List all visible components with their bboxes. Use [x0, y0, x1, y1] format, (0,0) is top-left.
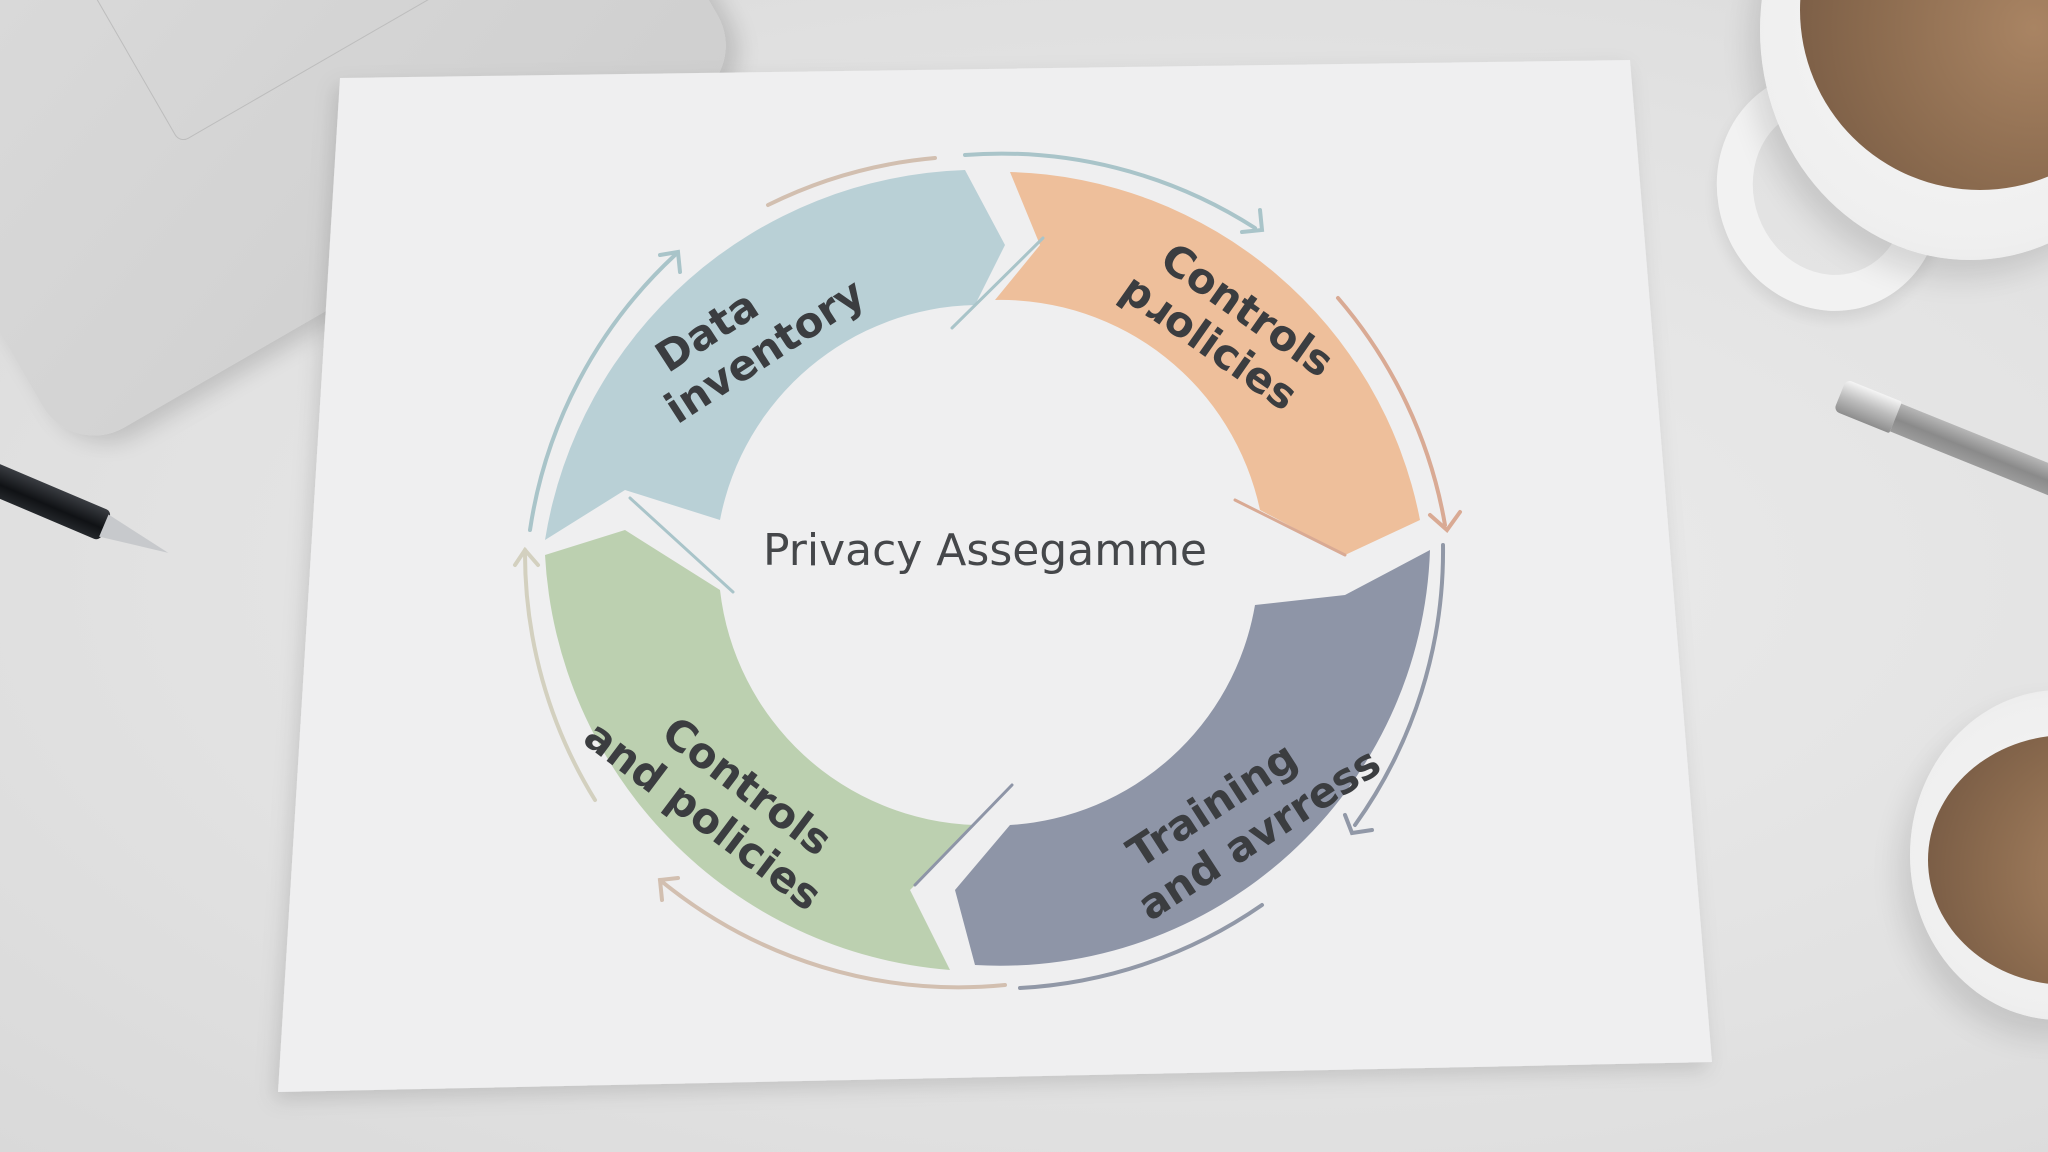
arrow-head-icon [1428, 510, 1462, 533]
connector-line [1233, 498, 1347, 557]
arrow-bottom-outer [1018, 903, 1264, 990]
connector-line [950, 236, 1045, 330]
arrow-right-outer [1336, 296, 1447, 527]
segment-data-inventory [545, 170, 1005, 540]
arrow-head-icon [1240, 208, 1265, 234]
arrow-top-outer [766, 156, 937, 207]
arrow-head-icon [657, 876, 680, 902]
arrow-orange-outer [963, 151, 1257, 230]
arrow-gray-outer [1353, 543, 1446, 827]
arrow-head-icon [1343, 813, 1374, 836]
arrow-left-outer [522, 548, 597, 802]
connector-line [913, 783, 1014, 887]
segment-controls-policies-top [995, 172, 1420, 555]
arrow-head-icon [658, 249, 682, 274]
segment-training-awareness [955, 550, 1430, 966]
arrow-head-icon [513, 546, 540, 567]
connector-line [628, 496, 735, 594]
segment-controls-policies-bottom [545, 530, 975, 970]
diagram-center-title: Privacy Assegamme [763, 525, 1207, 576]
arrow-blue-outer [528, 253, 677, 532]
arrow-green-outer [658, 878, 1007, 990]
